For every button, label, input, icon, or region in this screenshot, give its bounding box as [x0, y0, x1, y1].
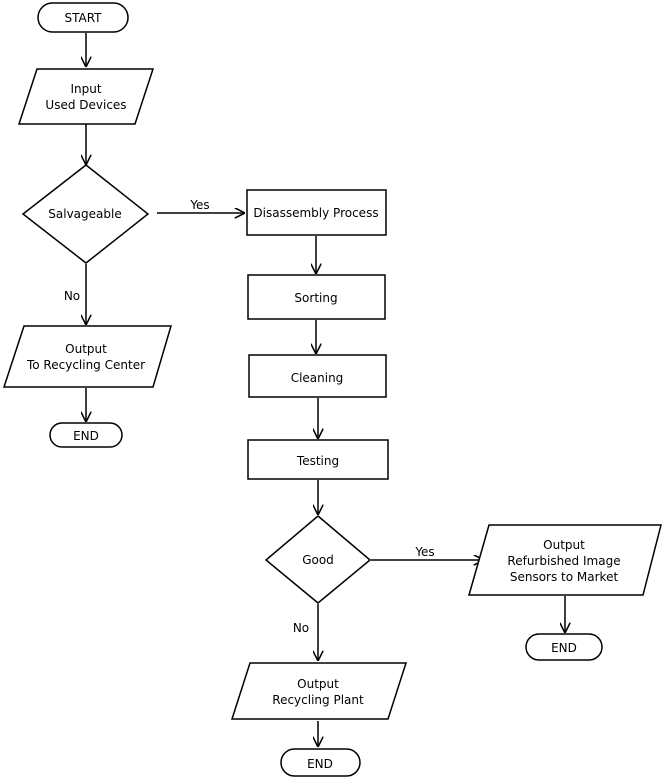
market-line1: Output: [543, 538, 585, 552]
good-yes-label: Yes: [414, 545, 434, 559]
good-label: Good: [302, 553, 334, 567]
disassembly-label: Disassembly Process: [253, 206, 378, 220]
good-decision: Good: [264, 515, 372, 604]
output-recycling-center: Output To Recycling Center: [2, 325, 173, 388]
salvageable-decision: Salvageable: [21, 164, 150, 264]
salvageable-yes-label: Yes: [189, 198, 209, 212]
recycle-center-line2: To Recycling Center: [26, 358, 145, 372]
end-left-label: END: [73, 429, 99, 443]
market-line3: Sensors to Market: [510, 570, 619, 584]
plant-line2: Recycling Plant: [272, 693, 364, 707]
good-no-label: No: [293, 621, 309, 635]
salvageable-label: Salvageable: [48, 207, 121, 221]
input-used-devices: Input Used Devices: [17, 68, 155, 125]
disassembly-process-box: Disassembly Process: [246, 189, 387, 236]
start-terminator: START: [37, 2, 129, 33]
testing-label: Testing: [296, 454, 339, 468]
testing-box: Testing: [247, 439, 389, 480]
end-terminator-bottom: END: [280, 748, 361, 777]
input-label-line1: Input: [70, 82, 101, 96]
start-label: START: [64, 11, 102, 25]
market-line2: Refurbished Image: [507, 554, 620, 568]
end-terminator-left: END: [49, 422, 123, 448]
input-label-line2: Used Devices: [45, 98, 126, 112]
sorting-label: Sorting: [294, 291, 337, 305]
cleaning-box: Cleaning: [248, 354, 387, 398]
output-recycling-plant: Output Recycling Plant: [230, 662, 408, 720]
plant-line1: Output: [297, 677, 339, 691]
recycle-center-line1: Output: [65, 342, 107, 356]
end-right-label: END: [551, 641, 577, 655]
end-terminator-right: END: [525, 633, 603, 661]
sorting-box: Sorting: [247, 274, 386, 320]
output-market: Output Refurbished Image Sensors to Mark…: [468, 524, 662, 596]
end-bottom-label: END: [307, 757, 333, 771]
salvageable-no-label: No: [64, 289, 80, 303]
cleaning-label: Cleaning: [291, 371, 344, 385]
